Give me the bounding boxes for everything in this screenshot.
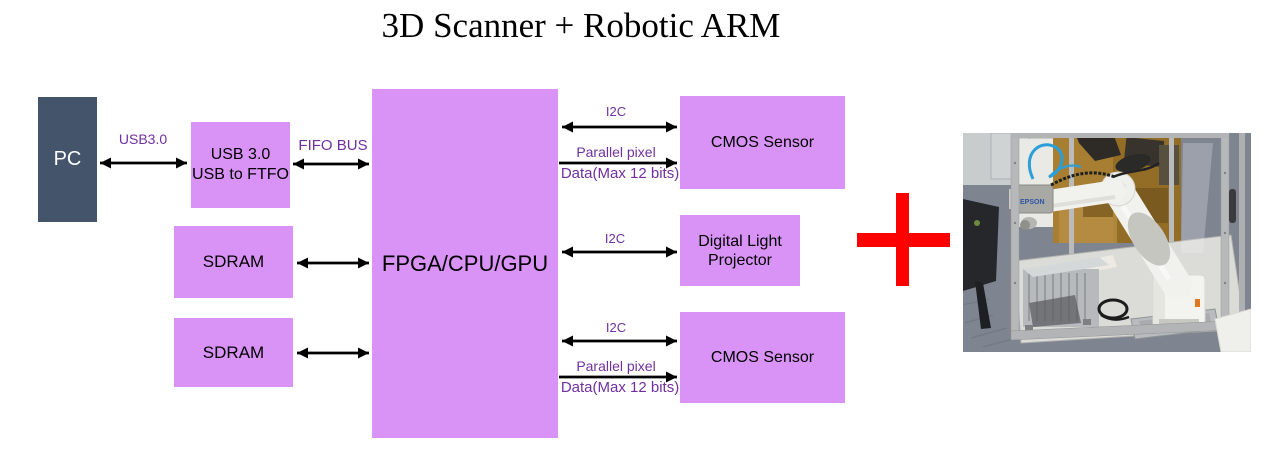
block-dlp-line1: Digital Light (698, 232, 782, 250)
edge-label-i2c-top: I2C (605, 104, 627, 119)
block-usb-line1: USB 3.0 (210, 146, 271, 163)
block-dlp-line2: Projector (707, 251, 773, 269)
block-sdram-top: SDRAM (174, 226, 293, 298)
monitor (963, 199, 999, 329)
block-pc-label: PC (53, 148, 82, 170)
robot-photo-illustration: EPSON (963, 133, 1251, 352)
white-table (1214, 308, 1251, 352)
block-dlp: Digital Light Projector (680, 215, 800, 286)
block-cmos-bottom: CMOS Sensor (680, 312, 845, 403)
block-fpga-label: FPGA/CPU/GPU (381, 250, 549, 276)
edge-label-i2c-bottom: I2C (605, 320, 627, 335)
cable-bundle (1115, 153, 1151, 173)
block-cmos-top: CMOS Sensor (680, 96, 845, 189)
door-handle (1229, 189, 1236, 223)
corrugated-cable (1050, 171, 1116, 187)
edge-label-usb3: USB3.0 (118, 131, 168, 147)
camera-lens (1020, 220, 1030, 230)
block-cmos-top-label: CMOS Sensor (710, 133, 815, 151)
block-cmos-bottom-label: CMOS Sensor (710, 348, 815, 366)
plus-sign (857, 193, 950, 286)
block-fpga: FPGA/CPU/GPU (372, 89, 558, 438)
robot-upper-link (1038, 180, 1126, 212)
epson-brand-label: EPSON (1020, 199, 1045, 206)
edge-label-parallel-top-line1: Parallel pixel (576, 144, 656, 160)
block-usb-bridge: USB 3.0 USB to FTFO (191, 122, 290, 208)
block-pc: PC (38, 97, 97, 222)
block-sdram-bottom: SDRAM (174, 318, 293, 387)
edge-label-parallel-top-line2: Data(Max 12 bits) (560, 165, 680, 182)
edge-label-fifo-bus: FIFO BUS (298, 137, 368, 154)
block-sdram-bottom-label: SDRAM (202, 342, 265, 362)
rear-right-post (1169, 133, 1174, 251)
block-sdram-top-label: SDRAM (202, 252, 265, 271)
robot-link-face (1127, 212, 1171, 266)
edge-label-parallel-bottom-line1: Parallel pixel (576, 358, 656, 374)
block-usb-line2: USB to FTFO (192, 166, 289, 183)
plus-vertical-bar (896, 193, 909, 286)
robot-photo: EPSON (963, 133, 1251, 352)
aluminum-stage (1023, 257, 1109, 331)
edge-label-i2c-mid: I2C (604, 231, 626, 246)
edge-label-parallel-bottom-line2: Data(Max 12 bits) (560, 379, 680, 396)
cable-coil (1097, 298, 1130, 321)
slide-title: 3D Scanner + Robotic ARM (381, 6, 781, 45)
blue-cable (1027, 143, 1082, 180)
